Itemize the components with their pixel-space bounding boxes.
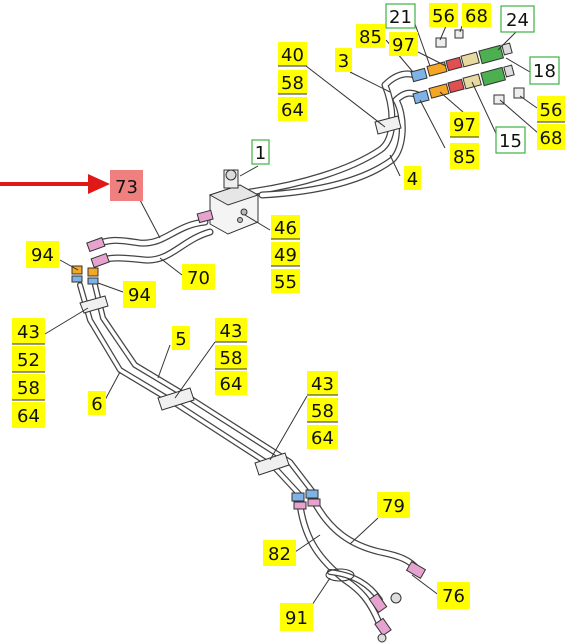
callout-91[interactable]: 91 <box>280 603 313 631</box>
callout-64-mid[interactable]: 64 <box>215 371 247 395</box>
callout-49[interactable]: 49 <box>271 242 300 266</box>
callout-68-right[interactable]: 68 <box>537 124 565 150</box>
callout-58[interactable]: 58 <box>278 70 307 94</box>
callout-68-top-text: 68 <box>465 6 488 27</box>
callout-24[interactable]: 24 <box>500 5 535 33</box>
callout-5-text: 5 <box>175 329 186 350</box>
callout-3[interactable]: 3 <box>335 48 352 72</box>
callout-64-mid-text: 64 <box>220 374 243 395</box>
callout-40-text: 40 <box>281 45 304 66</box>
callout-64-left[interactable]: 64 <box>12 402 45 428</box>
callout-97-bottom[interactable]: 97 <box>450 112 479 137</box>
callout-85-bottom[interactable]: 85 <box>450 143 479 169</box>
fittings <box>71 29 525 643</box>
callout-70[interactable]: 70 <box>182 264 215 290</box>
callout-1[interactable]: 1 <box>251 139 270 165</box>
callout-73[interactable]: 73 <box>110 170 143 201</box>
callout-64-text: 64 <box>281 100 304 121</box>
callout-97-top-text: 97 <box>392 35 415 56</box>
callout-21-text: 21 <box>389 7 412 28</box>
callout-21[interactable]: 21 <box>385 3 416 29</box>
callout-58-text: 58 <box>281 73 304 94</box>
leader-lines <box>44 23 539 606</box>
callout-labels: 1 21 24 18 15 73 40 58 <box>12 3 565 631</box>
callout-56-right-text: 56 <box>540 100 563 121</box>
callout-43-left-text: 43 <box>17 322 40 343</box>
callout-70-text: 70 <box>187 268 210 289</box>
callout-15-text: 15 <box>499 131 522 152</box>
callout-82[interactable]: 82 <box>263 540 296 566</box>
callout-58-mid-text: 58 <box>220 348 243 369</box>
callout-5[interactable]: 5 <box>172 326 190 350</box>
callout-52[interactable]: 52 <box>12 346 45 372</box>
callout-43-left[interactable]: 43 <box>12 318 45 344</box>
callout-97-top[interactable]: 97 <box>389 32 418 56</box>
callout-82-text: 82 <box>268 544 291 565</box>
callout-24-text: 24 <box>506 10 529 31</box>
callout-73-text: 73 <box>115 177 138 198</box>
callout-56-top-text: 56 <box>432 6 455 27</box>
callout-46-text: 46 <box>274 218 297 239</box>
hose-lines <box>77 70 422 629</box>
callout-94-right-text: 94 <box>128 285 151 306</box>
callout-56-right[interactable]: 56 <box>537 96 565 122</box>
callout-18[interactable]: 18 <box>529 56 560 85</box>
callout-52-text: 52 <box>17 350 40 371</box>
callout-79[interactable]: 79 <box>377 492 410 518</box>
label-underlines <box>12 65 565 423</box>
callout-58-mid[interactable]: 58 <box>215 345 247 369</box>
callout-64-right-text: 64 <box>311 428 334 449</box>
callout-94-right[interactable]: 94 <box>123 281 156 308</box>
valve-block <box>208 169 260 235</box>
callout-18-text: 18 <box>533 61 556 82</box>
callout-94-left-text: 94 <box>31 245 54 266</box>
fitting-spring <box>196 209 214 224</box>
callout-68-top[interactable]: 68 <box>462 3 491 27</box>
callout-58-left-text: 58 <box>17 378 40 399</box>
callout-55[interactable]: 55 <box>271 269 300 293</box>
callout-94-left[interactable]: 94 <box>26 241 59 268</box>
callout-3-text: 3 <box>338 51 349 72</box>
callout-49-text: 49 <box>274 245 297 266</box>
callout-68-right-text: 68 <box>540 128 563 149</box>
callout-85-bottom-text: 85 <box>453 147 476 168</box>
callout-79-text: 79 <box>382 496 405 517</box>
callout-15[interactable]: 15 <box>495 126 526 154</box>
callout-43-mid[interactable]: 43 <box>215 318 247 342</box>
callout-85-top[interactable]: 85 <box>356 24 385 48</box>
callout-76-text: 76 <box>442 586 465 607</box>
callout-97-bottom-text: 97 <box>453 115 476 136</box>
callout-64-right[interactable]: 64 <box>307 425 338 449</box>
callout-91-text: 91 <box>285 608 308 629</box>
clamp-4 <box>374 115 402 135</box>
callout-4[interactable]: 4 <box>404 166 421 190</box>
callout-64-left-text: 64 <box>17 406 40 427</box>
callout-40[interactable]: 40 <box>278 42 307 66</box>
callout-43-mid-text: 43 <box>220 321 243 342</box>
clamp-3 <box>254 452 290 476</box>
red-arrow-icon <box>0 174 110 194</box>
callout-4-text: 4 <box>407 169 418 190</box>
callout-6-text: 6 <box>91 394 102 415</box>
callout-58-right[interactable]: 58 <box>307 398 338 422</box>
callout-64[interactable]: 64 <box>278 97 307 121</box>
callout-55-text: 55 <box>274 272 297 293</box>
callout-6[interactable]: 6 <box>88 391 106 415</box>
callout-1-text: 1 <box>255 143 266 164</box>
callout-46[interactable]: 46 <box>271 215 300 239</box>
callout-43-right[interactable]: 43 <box>307 371 338 395</box>
coupler-upper <box>410 42 513 83</box>
callout-76[interactable]: 76 <box>437 582 470 609</box>
callout-58-right-text: 58 <box>311 401 334 422</box>
callout-56-top[interactable]: 56 <box>429 3 458 27</box>
callout-43-right-text: 43 <box>311 374 334 395</box>
callout-85-top-text: 85 <box>359 27 382 48</box>
coupler-lower <box>412 64 515 105</box>
callout-58-left[interactable]: 58 <box>12 374 45 400</box>
